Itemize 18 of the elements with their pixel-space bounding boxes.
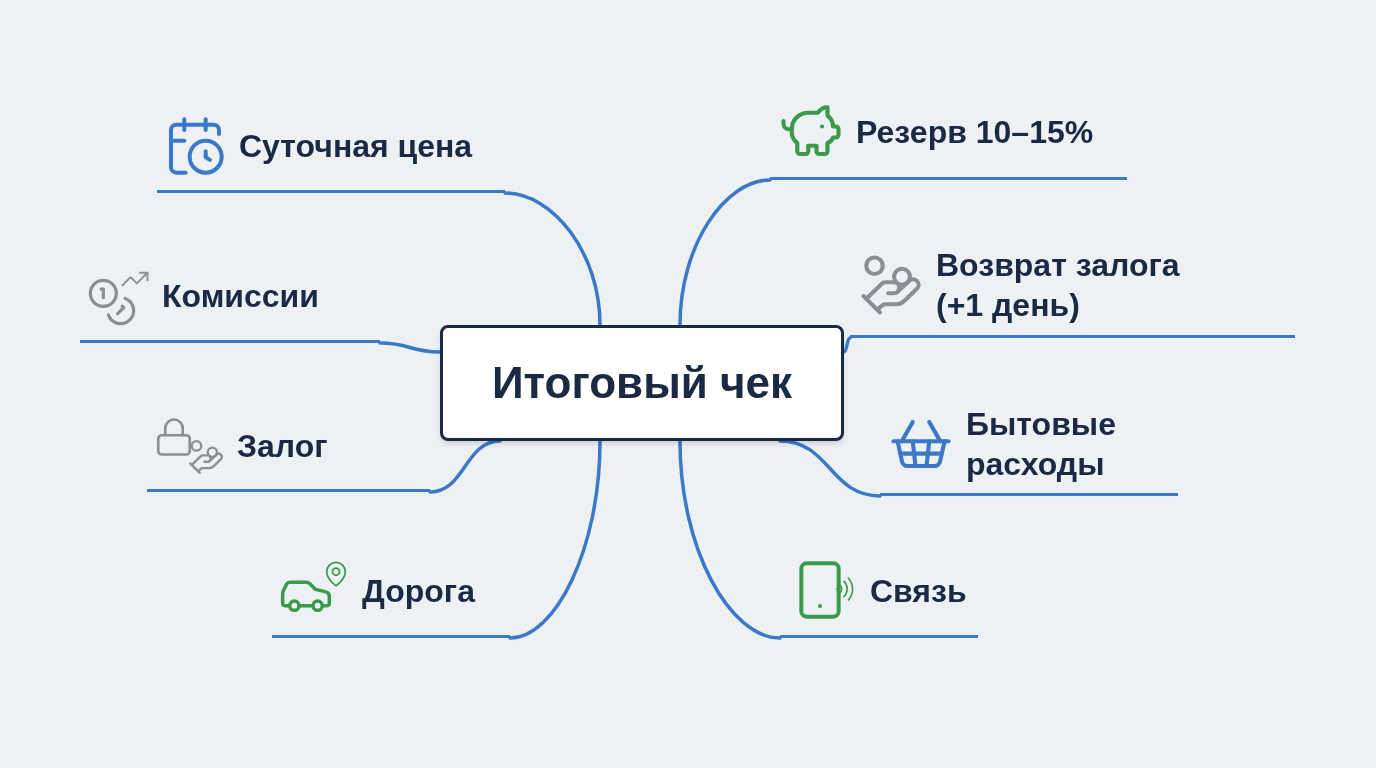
connector-line (678, 178, 772, 327)
connector-line (503, 191, 602, 327)
connector-line (778, 439, 882, 498)
branch-label: Дорога (362, 572, 475, 611)
branch-label: Бытовые расходы (966, 404, 1117, 484)
connector-line (678, 439, 782, 640)
connector-line (428, 439, 502, 494)
branch-label: Связь (870, 572, 967, 611)
connector-line (508, 439, 602, 640)
branch-label: Комиссии (162, 277, 319, 316)
central-title: Итоговый чек (492, 357, 792, 409)
connector-line (378, 341, 442, 354)
branch-label: Залог (237, 426, 328, 466)
central-box (440, 325, 844, 441)
connector-line (842, 336, 852, 354)
branch-label: Суточная цена (239, 127, 473, 166)
branch-label: Резерв 10–15% (856, 113, 1094, 152)
branch-label: Возврат залога (+1 день) (936, 245, 1181, 325)
